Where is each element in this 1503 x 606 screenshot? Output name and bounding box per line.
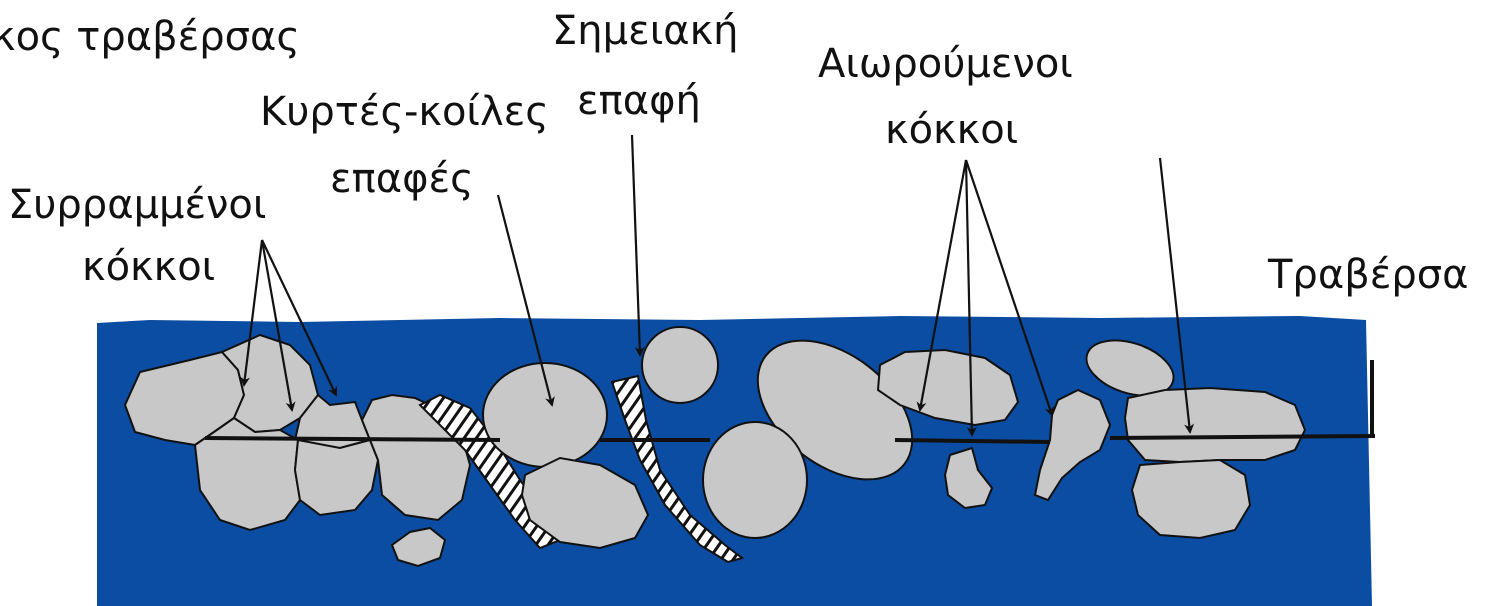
label-traverse: Τραβέρσα <box>1267 252 1468 298</box>
right-grain-3 <box>1132 460 1250 538</box>
label-point-contact-2: επαφή <box>577 78 701 124</box>
label-sutured-grains-1: Συρραμμένοι <box>8 182 266 228</box>
label-concavo-convex-2: επαφές <box>330 156 474 202</box>
label-floating-grains-1: Αιωρούμενοι <box>818 41 1073 87</box>
rounded-grain-2 <box>703 422 807 538</box>
label-floating-grains-2: κόκκοι <box>885 107 1018 153</box>
label-point-contact-1: Σημειακή <box>552 8 739 54</box>
point-contact-grain <box>642 327 718 403</box>
label-sutured-grains-2: κόκκοι <box>82 244 215 290</box>
label-concavo-convex-1: Κυρτές-κοίλες <box>260 89 549 135</box>
label-traverse-length: κος τραβέρσας <box>0 14 300 60</box>
right-grain-2 <box>1125 388 1305 462</box>
